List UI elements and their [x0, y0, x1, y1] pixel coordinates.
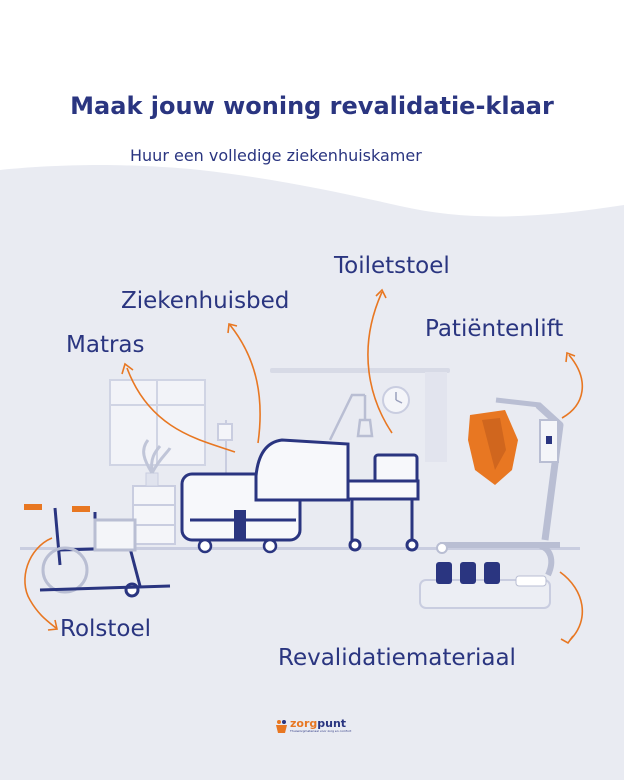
label-revalidatiemateriaal: Revalidatiemateriaal — [278, 645, 516, 671]
background-wave — [0, 0, 624, 217]
pointer-arrows — [24, 288, 584, 645]
zorgpunt-logo: zorgpunt Thuiszorgmateriaal voor zorg en… — [276, 718, 351, 734]
hospital-bed-illustration — [180, 438, 350, 554]
commode-chair-illustration — [346, 453, 420, 552]
brand-name-part1: zorg — [290, 717, 318, 730]
label-toiletstoel: Toiletstoel — [334, 253, 450, 279]
label-patientenlift: Patiëntenlift — [425, 316, 564, 342]
label-ziekenhuisbed: Ziekenhuisbed — [121, 288, 290, 314]
zorgpunt-logo-icon — [276, 720, 287, 733]
clock-illustration — [382, 386, 410, 414]
page-subtitle: Huur een volledige ziekenhuiskamer — [130, 146, 422, 165]
brand-tagline: Thuiszorgmateriaal voor zorg en comfort — [290, 729, 352, 733]
label-matras: Matras — [66, 332, 145, 358]
patient-lift-illustration — [436, 397, 564, 554]
label-rolstoel: Rolstoel — [60, 616, 152, 642]
wheelchair-illustration — [24, 504, 171, 598]
brand-name-part2: punt — [317, 717, 347, 730]
page-title: Maak jouw woning revalidatie-klaar — [70, 92, 554, 120]
nightstand-illustration — [132, 439, 176, 545]
brand-name: zorgpunt — [290, 718, 351, 729]
window-illustration — [109, 379, 206, 466]
rehab-material-illustration — [419, 543, 555, 609]
